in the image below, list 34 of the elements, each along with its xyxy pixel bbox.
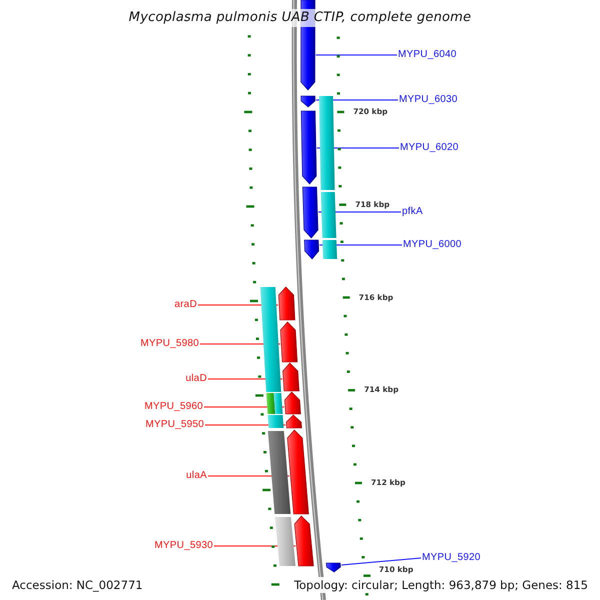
gene-label: MYPU_6000: [403, 239, 462, 251]
leader-line: [204, 406, 285, 408]
gene-label: araD: [174, 299, 197, 311]
gene-block: [300, 96, 316, 108]
category-bar: [319, 96, 335, 190]
gene-label: MYPU_5920: [422, 552, 480, 564]
accession-text: Accession: NC_002771: [10, 577, 145, 593]
leader-line: [204, 424, 286, 426]
gene-label: MYPU_6040: [398, 49, 456, 61]
gene-block: [326, 562, 341, 572]
gene-label: ulaD: [186, 373, 207, 385]
gene-label: MYPU_5980: [140, 338, 199, 350]
gene-block: [304, 240, 320, 260]
category-bar: [274, 517, 296, 566]
gene-block: [278, 286, 296, 320]
gene-block: [284, 392, 301, 414]
genome-summary-text: Topology: circular; Length: 963,879 bp; Genes: 815: [292, 577, 590, 593]
category-bar: [266, 393, 283, 414]
gene-label: MYPU_5950: [146, 419, 204, 431]
gene-block: [300, 110, 317, 184]
gene-label: MYPU_5960: [144, 401, 203, 413]
category-bar: [268, 415, 284, 428]
leader-line: [340, 558, 422, 566]
gene-label: pfkA: [402, 206, 423, 218]
gene-label: MYPU_6020: [400, 142, 458, 154]
gene-label: ulaA: [186, 470, 207, 482]
leader-line: [319, 244, 402, 246]
category-bar: [322, 240, 338, 259]
category-bar: [320, 192, 336, 238]
gene-label: MYPU_5930: [154, 540, 213, 552]
category-bar: [268, 431, 291, 514]
leader-line: [315, 54, 398, 56]
gene-block: [294, 516, 314, 566]
gene-label: MYPU_6030: [399, 94, 458, 106]
